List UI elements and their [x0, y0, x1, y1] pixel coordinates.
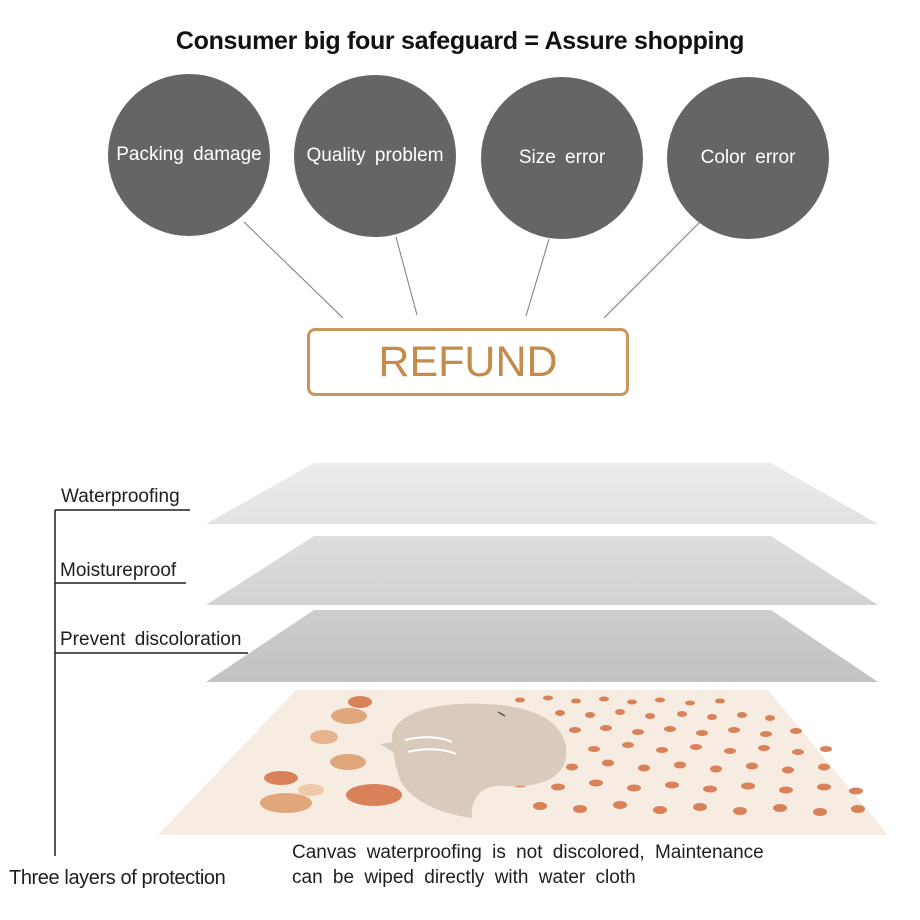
refund-box: REFUND: [307, 328, 629, 396]
layer-moistureproof: [206, 536, 878, 605]
issue-label: Packing damage: [116, 144, 262, 165]
layer-waterproofing: [206, 463, 878, 524]
issue-circle-packing-damage: Packing damage: [108, 74, 270, 236]
layer-prevent-discoloration: [206, 610, 878, 682]
issue-label: Size error: [518, 147, 606, 168]
issue-circle-size-error: Size error: [481, 77, 643, 239]
issue-label: Color error: [700, 147, 796, 168]
whale-illustration: [380, 703, 567, 818]
caption-line-2: can be wiped directly with water cloth: [292, 867, 636, 888]
label-prevent-discoloration: Prevent discoloration: [60, 629, 242, 650]
label-bracket: [54, 509, 248, 856]
caption-line-1: Canvas waterproofing is not discolored, …: [292, 842, 764, 863]
canvas-artwork: [158, 690, 888, 835]
issue-circle-color-error: Color error: [667, 77, 829, 239]
page-title: Consumer big four safeguard = Assure sho…: [175, 27, 745, 55]
refund-label: REFUND: [378, 337, 558, 386]
issue-label: Quality problem: [306, 145, 444, 166]
label-moistureproof: Moistureproof: [60, 560, 177, 581]
bubble-shapes: [260, 696, 402, 813]
issue-circle-quality-problem: Quality problem: [294, 75, 456, 237]
label-three-layers: Three layers of protection: [9, 867, 226, 889]
label-waterproofing: Waterproofing: [61, 486, 180, 507]
